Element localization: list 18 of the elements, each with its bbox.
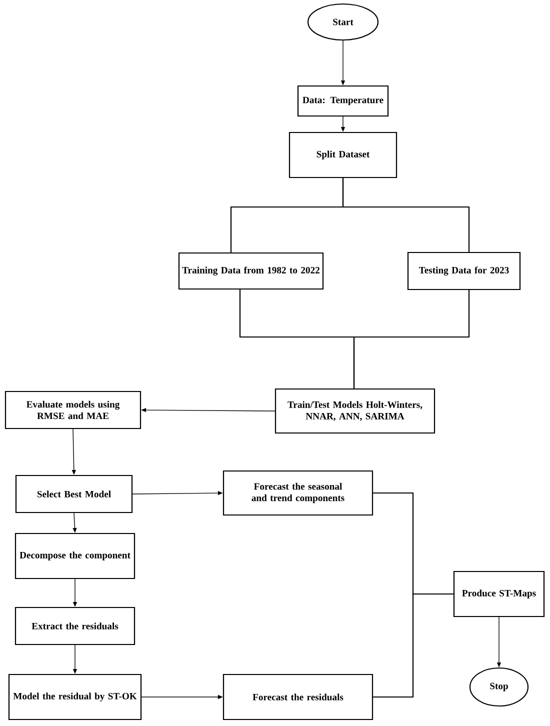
process-box: Data: Temperature	[297, 85, 389, 117]
process-box: Forecast the seasonal and trend components	[222, 470, 374, 516]
process-box: Forecast the residuals	[222, 674, 374, 720]
process-box: Select Best Model	[15, 474, 133, 514]
process-box: Training Data from 1982 to 2022	[178, 252, 324, 290]
process-box: Model the residual by ST-OK	[8, 674, 142, 720]
process-box: Extract the residuals	[14, 606, 136, 646]
process-box: Testing Data for 2023	[407, 252, 521, 290]
process-box: Produce ST-Maps	[453, 570, 545, 618]
start-oval: Start	[307, 3, 379, 41]
process-box: Split Dataset	[288, 132, 398, 178]
connector-line	[353, 290, 470, 388]
connector-line	[342, 178, 470, 252]
process-box: Evaluate models using RMSE and MAE	[4, 390, 142, 430]
process-box: Train/Test Models Holt-Winters, NNAR, ANN, SARIMA	[274, 388, 436, 434]
process-box: Decompose the component	[14, 532, 136, 580]
connector-line	[373, 593, 454, 698]
stop-oval: Stop	[469, 667, 529, 707]
